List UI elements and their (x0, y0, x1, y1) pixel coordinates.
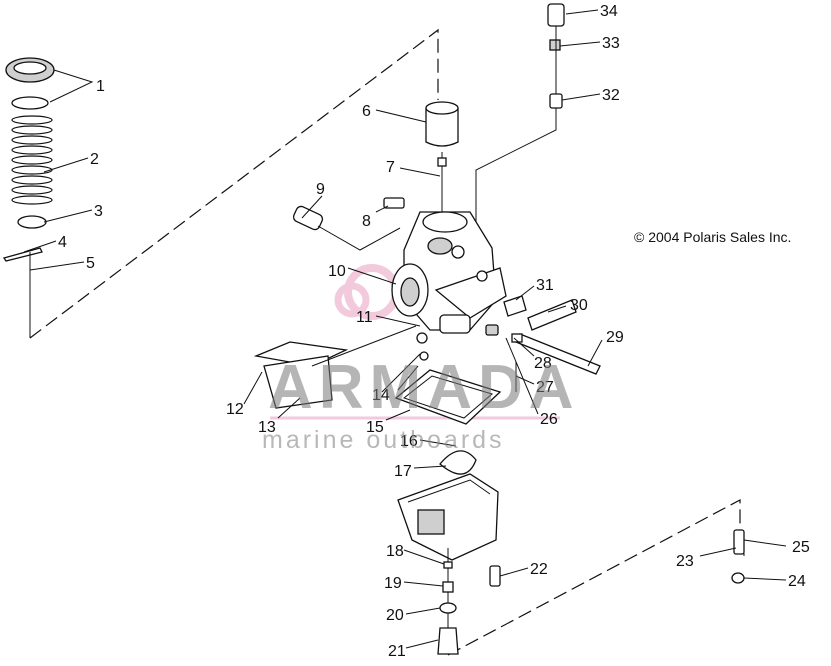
callout-34: 34 (600, 3, 618, 20)
callout-11: 11 (356, 309, 373, 326)
callout-7: 7 (386, 159, 395, 176)
callout-32: 32 (602, 87, 620, 104)
callout-18: 18 (386, 543, 404, 560)
callout-9: 9 (316, 181, 325, 198)
callout-19: 19 (384, 575, 402, 592)
callout-21: 21 (388, 643, 406, 660)
callout-29: 29 (606, 329, 624, 346)
callout-30: 30 (570, 297, 588, 314)
carburetor-body (391, 211, 507, 334)
callout-1: 1 (96, 78, 105, 95)
callout-8: 8 (362, 213, 371, 230)
callout-20: 20 (386, 607, 404, 624)
leader-lines (23, 9, 787, 649)
callout-33: 33 (602, 35, 620, 52)
callout-3: 3 (94, 203, 103, 220)
callout-10: 10 (328, 263, 346, 280)
watermark-tagline: marine outboards (262, 426, 505, 454)
top-needle-parts (547, 3, 565, 109)
throttle-spring-assembly (2, 57, 55, 338)
callout-2: 2 (90, 151, 99, 168)
callout-6: 6 (362, 103, 371, 120)
reference-lines (29, 28, 741, 656)
callout-15: 15 (366, 419, 384, 436)
callout-24: 24 (788, 573, 806, 590)
callout-31: 31 (536, 277, 554, 294)
cover-plates (253, 325, 417, 409)
callout-28: 28 (534, 355, 552, 372)
callout-13: 13 (258, 419, 276, 436)
float-bowl-parts (397, 450, 501, 655)
jet-parts (731, 529, 745, 584)
callout-14: 14 (372, 387, 390, 404)
callout-17: 17 (394, 463, 412, 480)
callout-26: 26 (540, 411, 558, 428)
copyright-notice: © 2004 Polaris Sales Inc. (634, 229, 791, 245)
gasket (394, 332, 502, 425)
callout-22: 22 (530, 561, 548, 578)
callout-12: 12 (226, 401, 244, 418)
choke-parts (485, 295, 601, 392)
callout-labels: 1 2 3 4 5 6 7 8 9 10 11 12 13 14 15 16 1… (58, 3, 810, 660)
callout-5: 5 (86, 255, 95, 272)
callout-23: 23 (676, 553, 694, 570)
callout-27: 27 (536, 379, 554, 396)
callout-25: 25 (792, 539, 810, 556)
callout-4: 4 (58, 234, 67, 251)
slide-and-cable (292, 101, 459, 251)
callout-16: 16 (400, 433, 418, 450)
watermark-brand: ARMADA (268, 353, 580, 422)
